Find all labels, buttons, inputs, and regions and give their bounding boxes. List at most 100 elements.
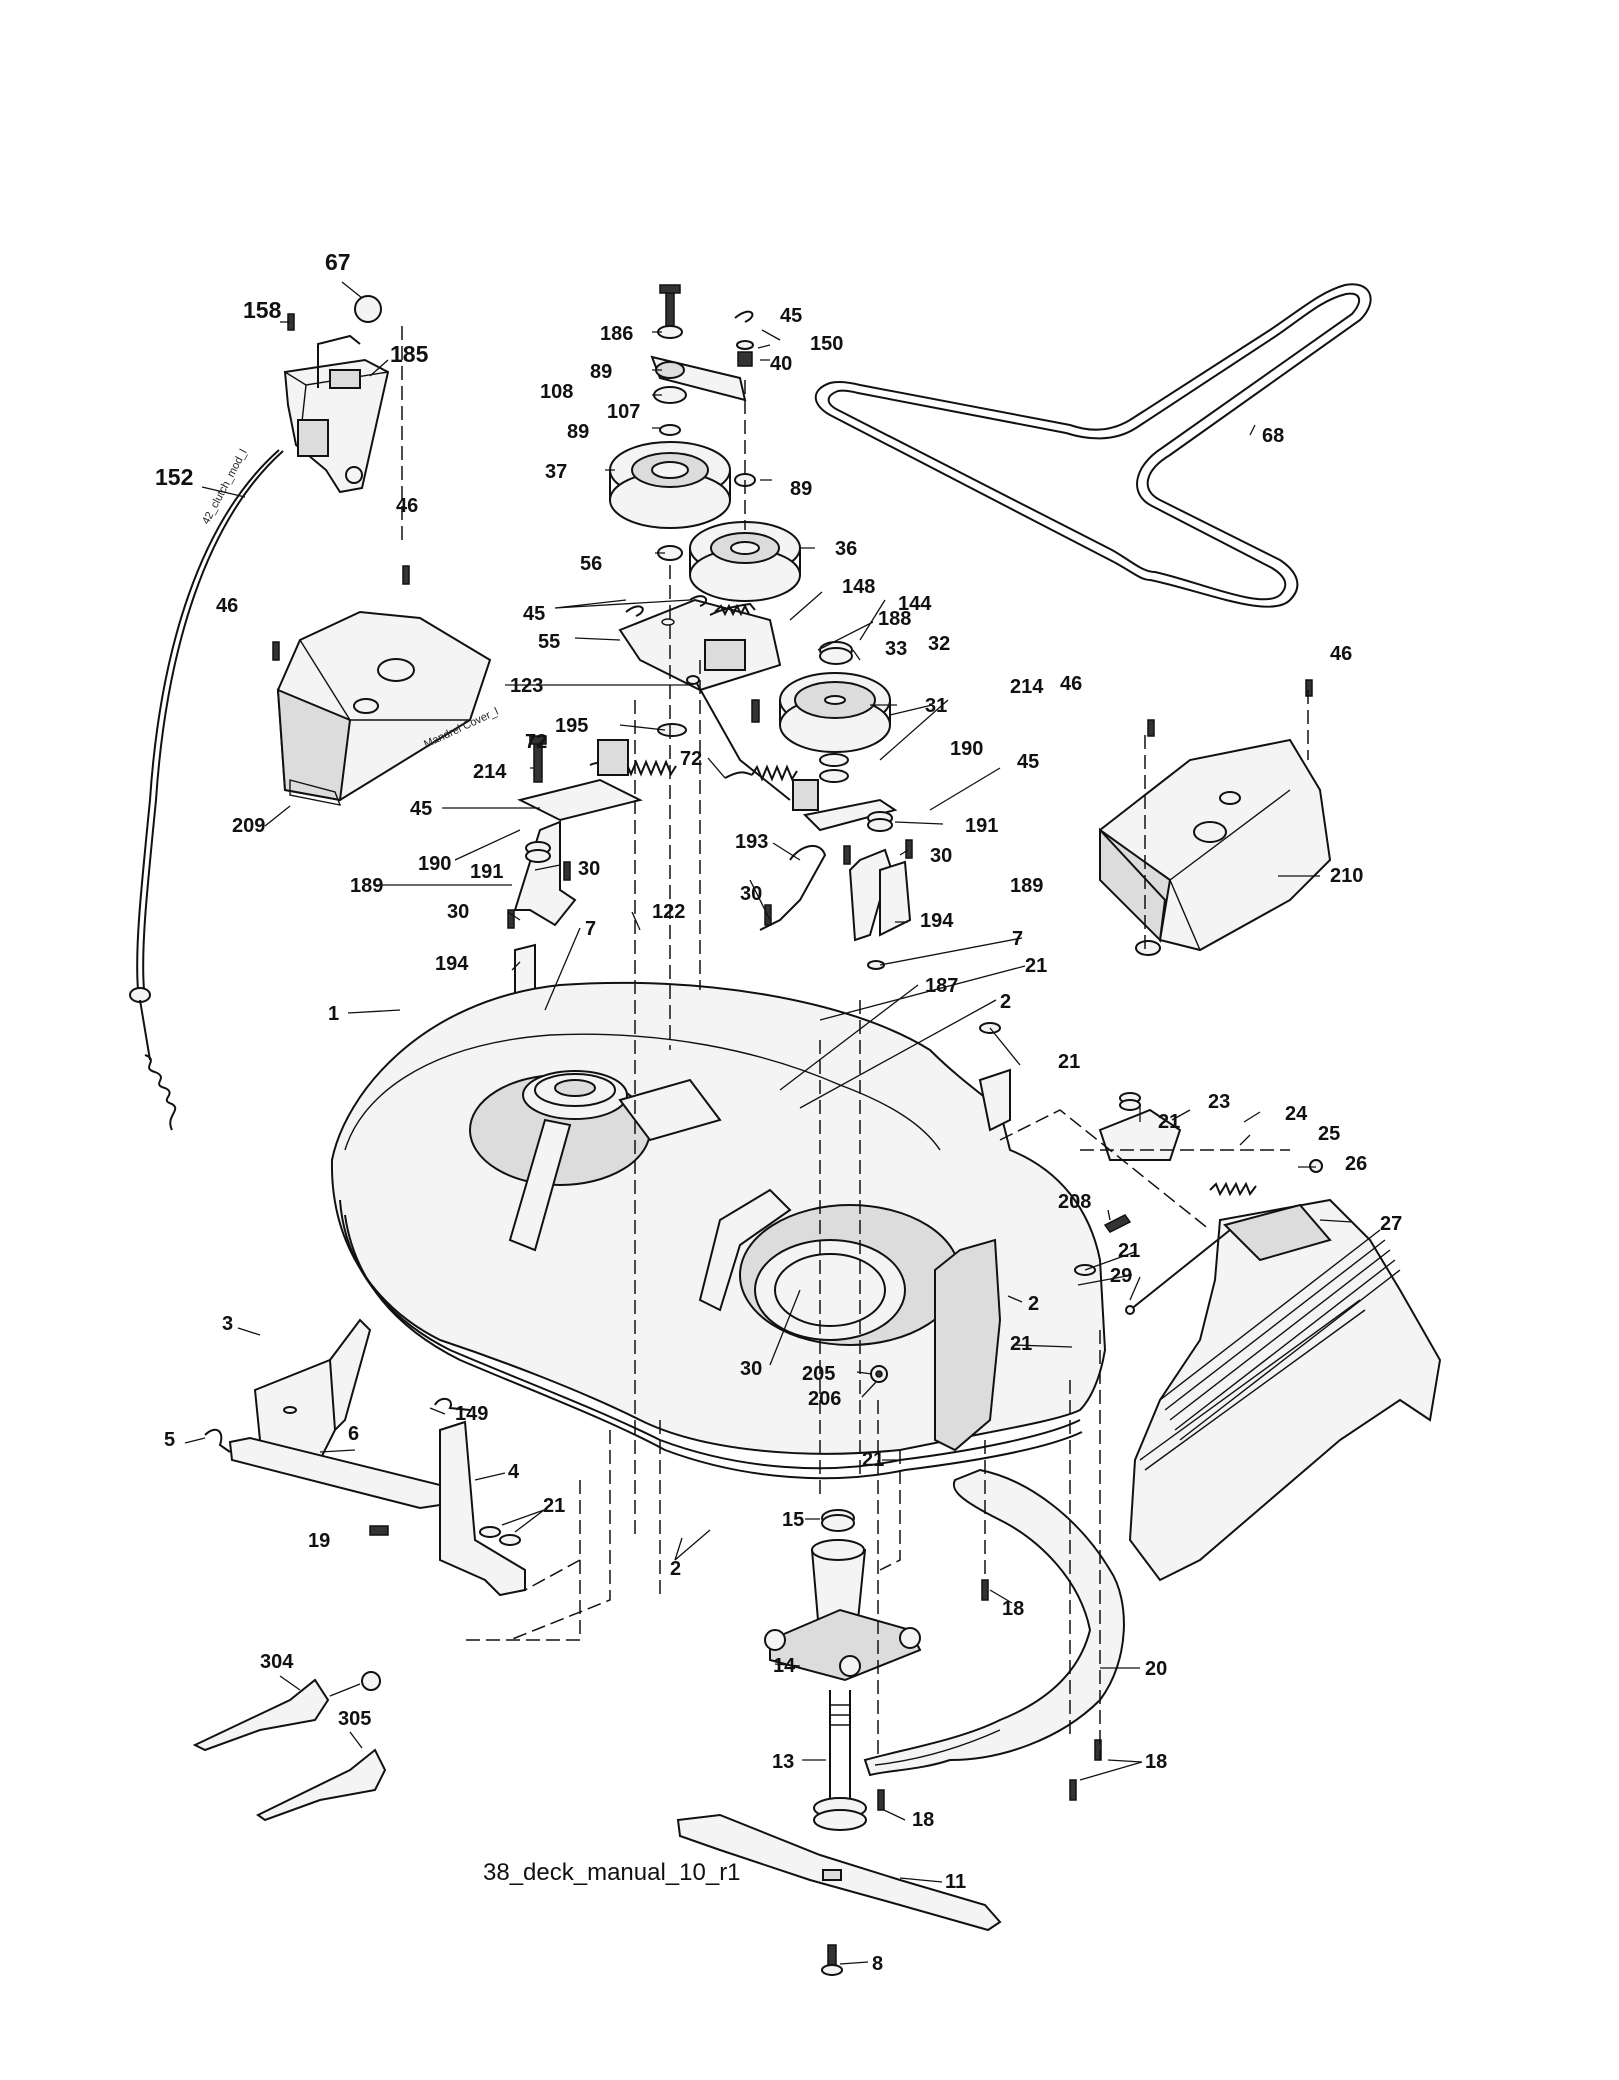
callout-214: 214 — [473, 761, 507, 783]
callout-45: 45 — [780, 305, 802, 327]
callout-7: 7 — [585, 918, 596, 940]
callout-305: 305 — [338, 1708, 371, 1730]
callout-24: 24 — [1285, 1103, 1308, 1125]
spindle-assembly — [676, 1509, 1002, 1976]
mandrel-cover-210 — [1098, 679, 1332, 956]
callout-191: 191 — [470, 861, 503, 883]
callout-21: 21 — [1058, 1051, 1080, 1073]
callout-18: 18 — [1002, 1598, 1024, 1620]
callout-13: 13 — [772, 1751, 794, 1773]
callout-304: 304 — [260, 1651, 294, 1673]
gauge-bars — [192, 1678, 387, 1822]
mandrel-cover-209: Mandrel Cover_l — [272, 565, 500, 806]
callout-152: 152 — [155, 464, 193, 490]
callout-18: 18 — [1145, 1751, 1167, 1773]
callout-68: 68 — [1262, 425, 1284, 447]
callout-186: 186 — [600, 323, 633, 345]
callout-45: 45 — [1017, 751, 1039, 773]
callout-21: 21 — [862, 1449, 884, 1471]
callout-189: 189 — [1010, 875, 1043, 897]
callout-89: 89 — [790, 478, 812, 500]
callout-144: 144 — [898, 593, 932, 615]
callout-46: 46 — [216, 595, 238, 617]
callout-46: 46 — [1330, 643, 1352, 665]
callout-205: 205 — [802, 1363, 835, 1385]
callout-55: 55 — [538, 631, 560, 653]
callout-31: 31 — [925, 695, 947, 717]
mower-deck-1 — [330, 981, 1182, 1480]
callout-158: 158 — [243, 297, 282, 323]
callout-30: 30 — [740, 883, 762, 905]
callout-206: 206 — [808, 1388, 841, 1410]
callout-2: 2 — [670, 1558, 681, 1580]
callout-194: 194 — [920, 910, 954, 932]
callout-21: 21 — [1025, 955, 1047, 977]
discharge-chute-27 — [1074, 1159, 1442, 1582]
deflector-20 — [863, 1468, 1125, 1801]
callout-189: 189 — [350, 875, 383, 897]
callout-2: 2 — [1000, 991, 1011, 1013]
callout-11: 11 — [945, 1871, 966, 1893]
idler-assembly — [609, 284, 801, 801]
callout-30: 30 — [740, 1358, 762, 1380]
callout-108: 108 — [540, 381, 573, 403]
belt-68 — [814, 283, 1372, 608]
callout-123: 123 — [510, 675, 543, 697]
callout-45: 45 — [523, 603, 545, 625]
bracket-185 — [283, 358, 390, 494]
callout-195: 195 — [555, 715, 588, 737]
knob-67 — [354, 295, 382, 323]
diagram-caption: 38_deck_manual_10_r1 — [483, 1859, 741, 1886]
callout-27: 27 — [1380, 1213, 1402, 1235]
callout-190: 190 — [950, 738, 983, 760]
callout-46: 46 — [396, 495, 418, 517]
cable-152 — [136, 449, 280, 991]
callout-208: 208 — [1058, 1191, 1091, 1213]
callout-23: 23 — [1208, 1091, 1230, 1113]
callout-67: 67 — [325, 249, 351, 275]
callout-14: 14 — [773, 1655, 796, 1677]
tension-brackets — [507, 735, 913, 1017]
lift-linkage — [204, 1318, 526, 1691]
callout-36: 36 — [835, 538, 857, 560]
callout-30: 30 — [447, 901, 469, 923]
callout-18: 18 — [912, 1809, 934, 1831]
callout-194: 194 — [435, 953, 469, 975]
callout-89: 89 — [590, 361, 612, 383]
callout-leaders — [184, 281, 1353, 1965]
callout-150: 150 — [810, 333, 843, 355]
callout-191: 191 — [965, 815, 998, 837]
callout-30: 30 — [930, 845, 952, 867]
callout-122: 122 — [652, 901, 685, 923]
alignment-lines — [401, 326, 1309, 1760]
callout-214: 214 — [1010, 676, 1044, 698]
callout-185: 185 — [390, 341, 429, 367]
callout-210: 210 — [1330, 865, 1363, 887]
callout-19: 19 — [308, 1530, 330, 1552]
callout-45: 45 — [410, 798, 432, 820]
callout-21: 21 — [1010, 1333, 1032, 1355]
callout-188: 188 — [878, 608, 911, 630]
drive-pulley-32 — [779, 641, 891, 783]
callout-193: 193 — [735, 831, 768, 853]
callout-15: 15 — [782, 1509, 804, 1531]
callout-21: 21 — [543, 1495, 565, 1517]
callout-5: 5 — [164, 1429, 175, 1451]
callout-40: 40 — [770, 353, 792, 375]
callout-72: 72 — [525, 731, 547, 753]
callout-1: 1 — [328, 1003, 339, 1025]
callout-72: 72 — [680, 748, 702, 770]
callout-37: 37 — [545, 461, 567, 483]
callout-3: 3 — [222, 1313, 233, 1335]
callout-21: 21 — [1118, 1240, 1140, 1262]
callout-190: 190 — [418, 853, 451, 875]
callout-labels: 67 158 185 152 46 46 46 46 186 45 150 89… — [155, 249, 1402, 1975]
callout-30: 30 — [578, 858, 600, 880]
callout-8: 8 — [872, 1953, 883, 1975]
callout-56: 56 — [580, 553, 602, 575]
callout-32: 32 — [928, 633, 950, 655]
callout-29: 29 — [1110, 1265, 1132, 1287]
callout-6: 6 — [348, 1423, 359, 1445]
callout-25: 25 — [1318, 1123, 1340, 1145]
